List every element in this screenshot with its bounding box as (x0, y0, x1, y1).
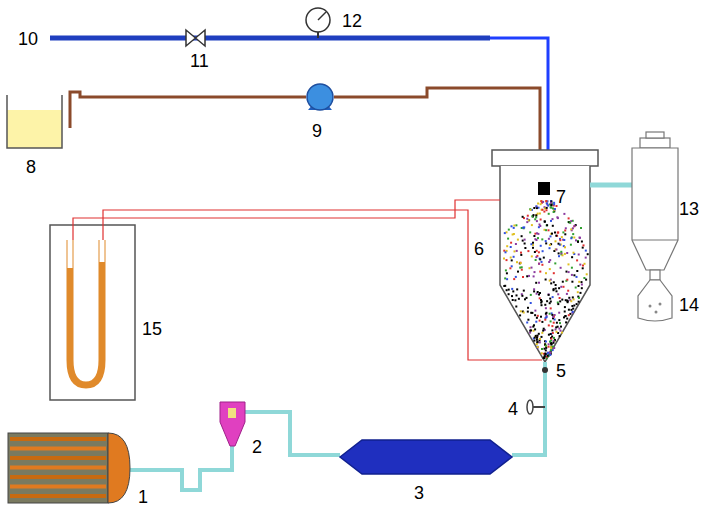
control-valve (527, 400, 545, 414)
callout-number: 15 (142, 320, 162, 338)
heater (340, 440, 512, 474)
callout-number: 5 (556, 362, 566, 380)
callout-number: 4 (508, 400, 518, 418)
air-pipe (232, 402, 340, 455)
manometer (50, 225, 135, 400)
pressure-line (103, 210, 542, 360)
drying-chamber (492, 150, 598, 362)
feed-pipe (70, 92, 306, 128)
callout-number: 12 (342, 12, 362, 30)
callout-number: 14 (679, 296, 699, 314)
grid-plate (542, 367, 548, 373)
small-cyclone (220, 402, 245, 446)
pressure-line (73, 200, 500, 240)
collector-bottle (638, 280, 672, 321)
outlet-pipe (590, 183, 632, 188)
callout-number: 9 (312, 122, 322, 140)
callout-number: 8 (26, 158, 36, 176)
callout-number: 1 (138, 488, 148, 506)
callout-number: 7 (556, 188, 566, 206)
cyclone-separator (632, 132, 678, 280)
callout-number: 6 (474, 240, 484, 258)
pressure-gauge (306, 8, 330, 38)
air-pipe (130, 446, 232, 490)
valve (186, 30, 205, 46)
feed-beaker (7, 95, 62, 148)
callout-number: 3 (414, 484, 424, 502)
air-pipe (50, 36, 490, 41)
callout-number: 10 (18, 30, 38, 48)
callout-number: 11 (190, 52, 209, 70)
particles (503, 200, 589, 359)
callout-number: 2 (252, 438, 262, 456)
pump (307, 84, 333, 110)
callout-number: 13 (679, 200, 699, 218)
nozzle (538, 182, 550, 195)
blower (8, 433, 130, 503)
